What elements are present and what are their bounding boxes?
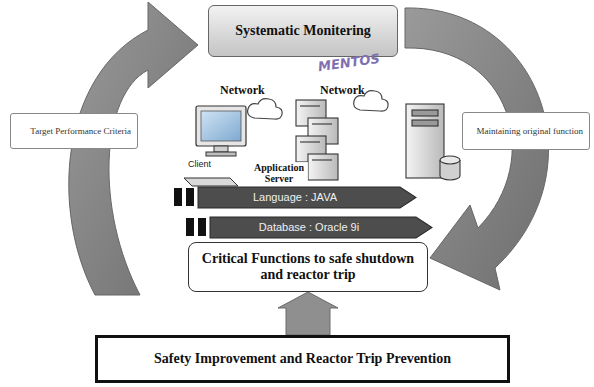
node-text: Database : Oracle 9i <box>259 221 359 234</box>
critical-functions-box: Critical Functions to safe shutdown and … <box>188 242 428 292</box>
node-text: Target Performance Criteria <box>30 126 131 136</box>
node-text: Systematic Monitering <box>235 23 371 39</box>
node-text: Safety Improvement and Reactor Trip Prev… <box>154 351 451 367</box>
monitoring-box: Systematic Monitering <box>208 5 398 57</box>
node-text: Language : JAVA <box>253 191 337 204</box>
network-label: Network <box>320 84 365 97</box>
band-arrow <box>198 187 416 208</box>
database-server <box>406 104 460 180</box>
function-box: Maintaining original function <box>462 112 590 150</box>
server-label: Application Server <box>250 162 308 184</box>
database-band: Database : Oracle 9i <box>210 217 432 238</box>
language-band: Language : JAVA <box>198 187 416 208</box>
node-text: Critical Functions to safe shutdown and … <box>197 251 419 283</box>
criteria-box: Target Performance Criteria <box>10 113 138 149</box>
node-text: Maintaining original function <box>477 126 583 136</box>
client-label: Client <box>188 160 211 170</box>
client-computer <box>184 106 246 186</box>
band-arrow <box>210 217 432 238</box>
network-label: Network <box>220 84 265 97</box>
safety-box: Safety Improvement and Reactor Trip Prev… <box>95 335 510 383</box>
block-arrow <box>278 292 338 335</box>
